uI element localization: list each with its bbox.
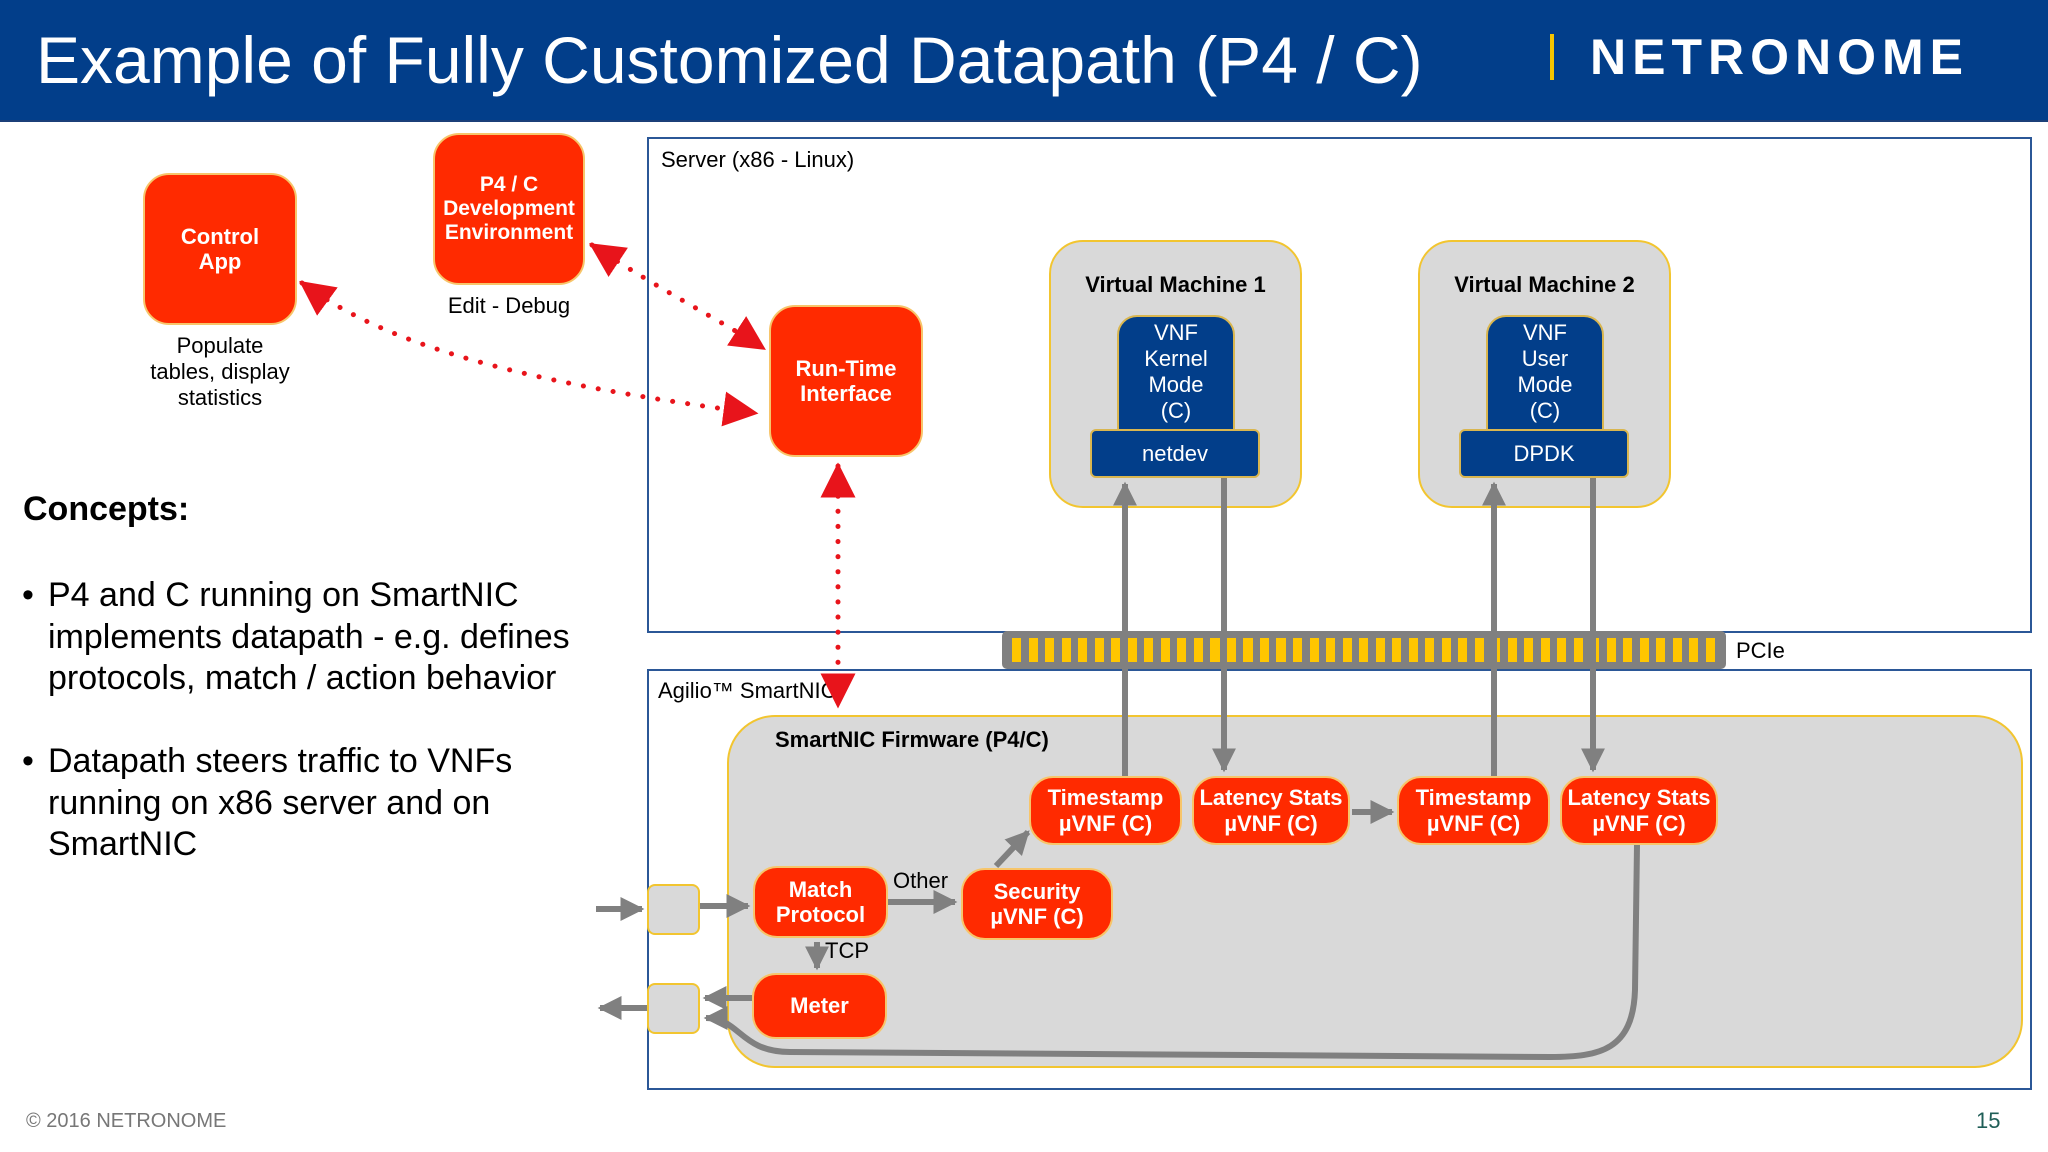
match-protocol-label: Match Protocol [775,876,866,927]
pcie-lane [1557,638,1567,662]
latency-uvnf-1-node[interactable]: Latency Stats µVNF (C) [1192,776,1350,845]
pcie-lane [1012,638,1022,662]
slide-header [0,0,2048,122]
pcie-lane [1524,638,1534,662]
egress-port[interactable] [647,983,700,1034]
pcie-lane [1507,638,1517,662]
pcie-lane [1061,638,1071,662]
runtime-interface-label: Run-Time Interface [795,355,897,406]
pcie-lane [1491,638,1501,662]
bullet-dot: • [22,742,34,780]
pcie-lane [1672,638,1682,662]
concept-bullet-2: • Datapath steers traffic to VNFs runnin… [22,741,622,871]
pcie-lane [1111,638,1121,662]
security-uvnf-node[interactable]: Security µVNF (C) [961,868,1113,940]
dev-env-label: P4 / C Development Environment [443,172,575,245]
vm-2-title: Virtual Machine 2 [1454,272,1635,297]
pcie-lane [1590,638,1600,662]
pcie-lane [1342,638,1352,662]
pcie-lane [1656,638,1666,662]
pcie-lane [1045,638,1055,662]
pcie-lane [1573,638,1583,662]
vm-2-driver-label: DPDK [1513,440,1575,466]
pcie-lane [1309,638,1319,662]
timestamp-uvnf-1-label: Timestamp µVNF (C) [1047,785,1164,836]
vm-1-driver[interactable]: netdev [1090,429,1260,478]
pcie-label: PCIe [1736,638,1785,663]
vm-1-title: Virtual Machine 1 [1085,272,1266,297]
pcie-lane [1193,638,1203,662]
pcie-lane [1540,638,1550,662]
timestamp-uvnf-2-label: Timestamp µVNF (C) [1415,785,1532,836]
pcie-lane [1689,638,1699,662]
smartnic-label: Agilio™ SmartNIC [658,678,837,703]
vm-2-vnf[interactable]: VNF User Mode (C) [1486,315,1604,435]
logo-separator [1550,34,1554,80]
pcie-lane [1094,638,1104,662]
match-protocol-node[interactable]: Match Protocol [753,866,888,938]
pcie-lane [1606,638,1616,662]
pcie-lane [1210,638,1220,662]
meter-node[interactable]: Meter [752,973,887,1039]
pcie-lane [1375,638,1385,662]
firmware-label: SmartNIC Firmware (P4/C) [775,727,1049,752]
edge-label-tcp: TCP [825,938,869,963]
pcie-lane [1623,638,1633,662]
security-uvnf-label: Security µVNF (C) [990,878,1084,929]
pcie-lane [1392,638,1402,662]
footer-copyright: © 2016 NETRONOME [26,1110,227,1132]
pcie-lane [1160,638,1170,662]
pcie-lane [1458,638,1468,662]
pcie-lane [1028,638,1038,662]
control-app-label: Control App [180,223,260,274]
pcie-lane [1226,638,1237,662]
timestamp-uvnf-2-node[interactable]: Timestamp µVNF (C) [1397,776,1550,845]
pcie-lane [1078,638,1088,662]
concepts-heading: Concepts: [23,490,190,528]
pcie-lane [1177,638,1187,662]
ingress-port[interactable] [647,884,700,935]
vm-1-vnf[interactable]: VNF Kernel Mode (C) [1117,315,1235,435]
pcie-lane [1259,638,1270,662]
pcie-lane [1243,638,1253,662]
pcie-lane [1425,638,1435,662]
vm-2-vnf-label: VNF User Mode (C) [1517,320,1573,423]
pcie-lane [1474,638,1484,662]
netronome-logo: NETRONOME [1590,29,1969,85]
edge-label-other: Other [893,868,949,893]
bullet-dot: • [22,576,34,614]
page-number: 15 [1976,1108,2001,1133]
pcie-bus [1002,631,1726,669]
pcie-lane [1127,638,1137,662]
pcie-lane [1293,638,1303,662]
dev-env-caption: Edit - Debug [447,293,571,318]
server-label: Server (x86 - Linux) [661,147,855,172]
control-app-caption: Populate tables, display statistics [150,333,290,410]
pcie-lane [1408,638,1418,662]
pcie-lane [1359,638,1369,662]
concept-bullet-1-text: P4 and C running on SmartNIC implements … [48,576,570,697]
runtime-interface-node[interactable]: Run-Time Interface [769,305,923,457]
pcie-lane [1144,638,1154,662]
pcie-lane [1326,638,1336,662]
control-app-node[interactable]: Control App [143,173,297,325]
pcie-lane [1705,638,1715,662]
latency-uvnf-2-label: Latency Stats µVNF (C) [1567,785,1711,836]
pcie-lane [1639,638,1649,662]
pcie-lane [1441,638,1451,662]
vm-2-driver[interactable]: DPDK [1459,429,1629,478]
concept-bullet-2-text: Datapath steers traffic to VNFs running … [48,742,513,863]
latency-uvnf-1-label: Latency Stats µVNF (C) [1199,785,1343,836]
vm-1-vnf-label: VNF Kernel Mode (C) [1144,320,1208,423]
pcie-lane [1276,638,1286,662]
latency-uvnf-2-node[interactable]: Latency Stats µVNF (C) [1560,776,1718,845]
timestamp-uvnf-1-node[interactable]: Timestamp µVNF (C) [1029,776,1182,845]
vm-1-driver-label: netdev [1141,440,1209,466]
concept-bullet-1: • P4 and C running on SmartNIC implement… [22,575,622,745]
slide-title: Example of Fully Customized Datapath (P4… [36,23,1423,97]
dev-env-node[interactable]: P4 / C Development Environment [433,133,585,285]
pcie-lanes [1009,638,1719,662]
meter-label: Meter [790,993,849,1019]
